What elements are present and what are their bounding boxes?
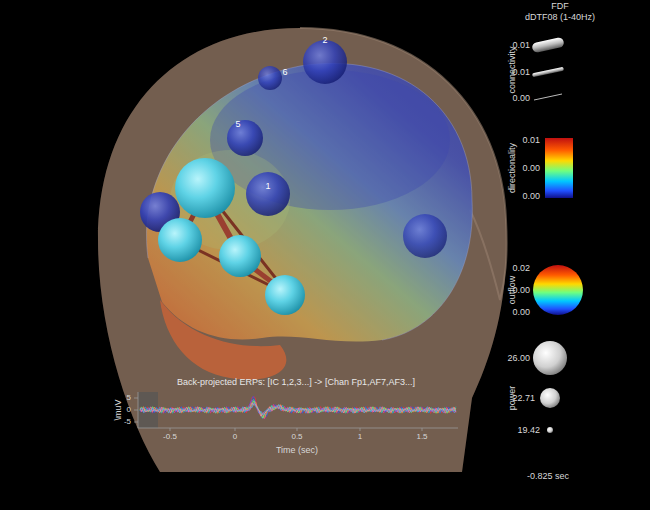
plot-label: 5 (127, 394, 131, 402)
legend-label: 0.01 (522, 136, 540, 145)
sphere-number: 5 (235, 120, 240, 129)
plot-label: 1 (358, 433, 362, 441)
plot-label: -0.5 (163, 433, 177, 441)
legend-label: directionality (508, 143, 517, 193)
erp-trace (140, 400, 456, 419)
legend-label: 0.00 (522, 164, 540, 173)
plot-label: 0 (233, 433, 237, 441)
legend-label: 0.01 (512, 68, 530, 77)
sphere-number: 2 (322, 36, 327, 45)
legend-label: -0.825 sec (527, 472, 569, 481)
legend-label: 0.01 (512, 41, 530, 50)
legend-label: 26.00 (507, 354, 530, 363)
plot-label: 0 (127, 406, 131, 414)
legend-label: FDF (551, 2, 569, 11)
erp-trace (140, 397, 456, 419)
plot-label: 1.5 (416, 433, 427, 441)
legend-label: 22.71 (512, 394, 535, 403)
erp-trace (140, 403, 456, 416)
legend-label: 19.42 (517, 426, 540, 435)
legend-label: 0.00 (512, 94, 530, 103)
legend-label: 0.00 (522, 192, 540, 201)
plot-label: -5 (124, 418, 131, 426)
sphere-number: 6 (282, 68, 287, 77)
sphere-number: 1 (265, 182, 270, 191)
legend-label: dDTF08 (1-40Hz) (525, 13, 595, 22)
legend-label: 0.02 (512, 264, 530, 273)
erp-trace (140, 403, 456, 415)
plot-label: Time (sec) (276, 446, 318, 455)
plot-label: Back-projected ERPs: [IC 1,2,3...] -> [C… (177, 378, 415, 387)
erp-trace (140, 397, 456, 418)
legend-label: 0.00 (512, 286, 530, 295)
plot-label: 0.5 (291, 433, 302, 441)
erp-trace (140, 401, 456, 418)
erp-trace (140, 399, 456, 418)
plot-label: \muV (114, 399, 123, 420)
legend-label: 0.00 (512, 308, 530, 317)
